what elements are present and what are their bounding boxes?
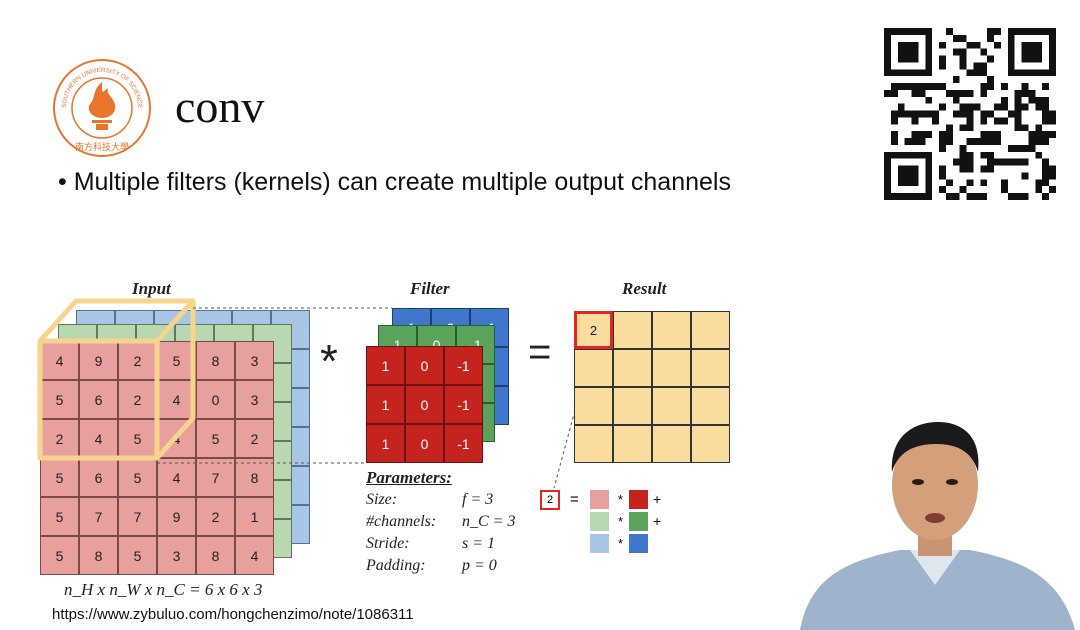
input-green-swatch [590,512,609,531]
source-url: https://www.zybuluo.com/hongchenzimo/not… [52,606,414,623]
equation-equals: = [570,491,579,508]
result-cell: 2 [574,311,613,349]
filter-cell: -1 [444,385,483,424]
input-cell: 5 [40,497,79,536]
filter-cell: 0 [405,424,444,463]
input-cell: 6 [79,458,118,497]
equation-result-value: 2 [540,490,560,510]
param-value: f = 3 [462,491,494,508]
param-label: Padding: [366,557,426,574]
convolution-operator: * [320,335,338,387]
input-cell: 5 [157,341,196,380]
param-label: Stride: [366,535,410,552]
filter-cell: -1 [444,346,483,385]
filter-cell: -1 [444,424,483,463]
input-cell: 5 [40,536,79,575]
param-value: s = 1 [462,535,496,552]
input-cell: 6 [79,380,118,419]
param-label: #channels: [366,513,437,530]
filter-red-swatch [629,490,648,509]
input-cell: 8 [235,458,274,497]
input-red-channel: 4 9 2 5 8 3 5 6 2 4 0 3 2 4 5 4 5 2 5 6 … [40,341,274,575]
input-cell: 3 [157,536,196,575]
logo-chinese-name: 南方科技大學 [75,141,129,153]
input-cell: 0 [196,380,235,419]
input-header: Input [132,279,171,298]
input-cell: 7 [196,458,235,497]
filter-cell: 0 [405,346,444,385]
input-cell: 7 [118,497,157,536]
input-cell: 8 [196,536,235,575]
slide-title: conv [175,81,265,132]
filter-header: Filter [410,279,450,298]
filter-green-swatch [629,512,648,531]
presenter-video [800,422,1075,630]
equation-times: * [618,514,624,529]
bullet-point: • Multiple filters (kernels) can create … [58,168,731,196]
input-shape-label: n_H x n_W x n_C = 6 x 6 x 3 [64,580,263,599]
equation-plus: + [653,513,662,529]
input-cell: 4 [235,536,274,575]
equals-operator: = [528,330,552,374]
filter-cell: 0 [405,385,444,424]
university-logo: SOUTHERN UNIVERSITY OF SCIENCE AND TECHN… [52,58,151,157]
result-header: Result [622,279,667,298]
param-label: Size: [366,491,398,508]
input-cell: 5 [196,419,235,458]
param-value: n_C = 3 [462,513,516,530]
input-red-swatch [590,490,609,509]
input-cell: 4 [157,380,196,419]
parameters-panel: Parameters: Size: f = 3 #channels: n_C =… [366,468,566,578]
parameters-heading: Parameters: [366,468,452,487]
input-cell: 7 [79,497,118,536]
input-cell: 4 [79,419,118,458]
bullet-text: Multiple filters (kernels) can create mu… [73,168,731,196]
input-cell: 5 [118,536,157,575]
qr-code [884,28,1056,200]
filter-red-channel: 1 0 -1 1 0 -1 1 0 -1 [366,346,483,463]
equation-times: * [618,536,624,551]
input-cell: 2 [196,497,235,536]
input-cell: 1 [235,497,274,536]
input-blue-swatch [590,534,609,553]
equation-plus: + [653,491,662,507]
filter-blue-swatch [629,534,648,553]
input-cell: 4 [157,458,196,497]
result-grid: 2 [574,311,730,463]
input-cell: 3 [235,380,274,419]
input-cell: 2 [235,419,274,458]
channel-sum-equation: 2 = * + * + * [540,490,680,560]
input-cell: 8 [79,536,118,575]
input-cell: 9 [79,341,118,380]
param-value: p = 0 [462,557,497,574]
input-cell: 5 [118,458,157,497]
input-cell: 3 [235,341,274,380]
equation-times: * [618,492,624,507]
filter-cell: 1 [366,424,405,463]
input-cell: 9 [157,497,196,536]
input-cell: 5 [40,458,79,497]
input-cell: 8 [196,341,235,380]
filter-cell: 1 [366,385,405,424]
input-cell: 2 [40,419,79,458]
filter-cell: 1 [366,346,405,385]
receptive-field-cube [37,298,196,461]
cube-to-filter-lines [157,307,392,464]
